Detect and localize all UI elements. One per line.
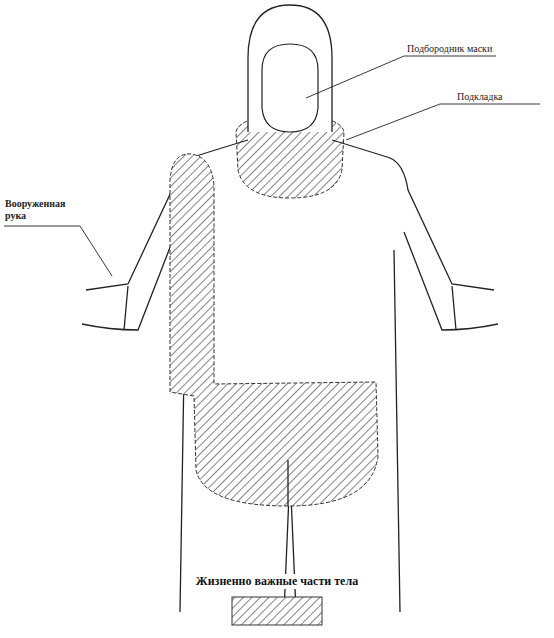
body-outline — [82, 140, 498, 612]
callout-label: Вооруженная рука — [4, 198, 80, 221]
crotch-line — [287, 460, 288, 506]
callout-label: Подбородник маски — [406, 43, 493, 55]
legend-swatch — [232, 597, 322, 625]
callout-label: Подкладка — [456, 91, 504, 103]
mask-outline — [248, 5, 332, 132]
legend-title: Жизненно важные части тела — [196, 574, 358, 589]
leader-line — [4, 56, 540, 276]
torso-target-zone — [170, 154, 378, 506]
mask-bib — [262, 44, 318, 132]
